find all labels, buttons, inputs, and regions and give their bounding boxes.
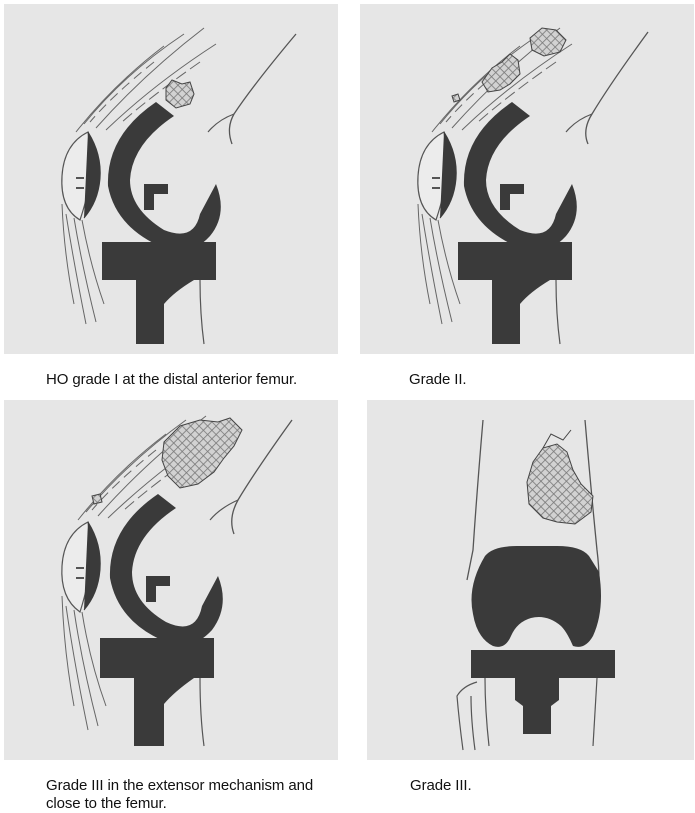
knee-lateral-grade-3-illustration — [4, 400, 338, 760]
diagram-panel-grade-3-lateral — [4, 400, 338, 760]
diagram-panel-grade-3-anterior — [367, 400, 694, 760]
caption-grade-3-lateral: Grade III in the extensor mechanism and … — [46, 777, 396, 813]
diagram-panel-grade-1 — [4, 4, 338, 354]
caption-grade-3-anterior: Grade III. — [410, 777, 610, 795]
caption-grade-3-lateral-line-2: close to the femur. — [46, 795, 396, 813]
caption-grade-2: Grade II. — [409, 371, 609, 389]
knee-anterior-grade-3-illustration — [367, 400, 694, 760]
caption-grade-3-lateral-line-1: Grade III in the extensor mechanism and — [46, 777, 396, 795]
diagram-panel-grade-2 — [360, 4, 694, 354]
caption-grade-1: HO grade I at the distal anterior femur. — [46, 371, 366, 389]
knee-lateral-grade-1-illustration — [4, 4, 338, 354]
knee-lateral-grade-2-illustration — [360, 4, 694, 354]
